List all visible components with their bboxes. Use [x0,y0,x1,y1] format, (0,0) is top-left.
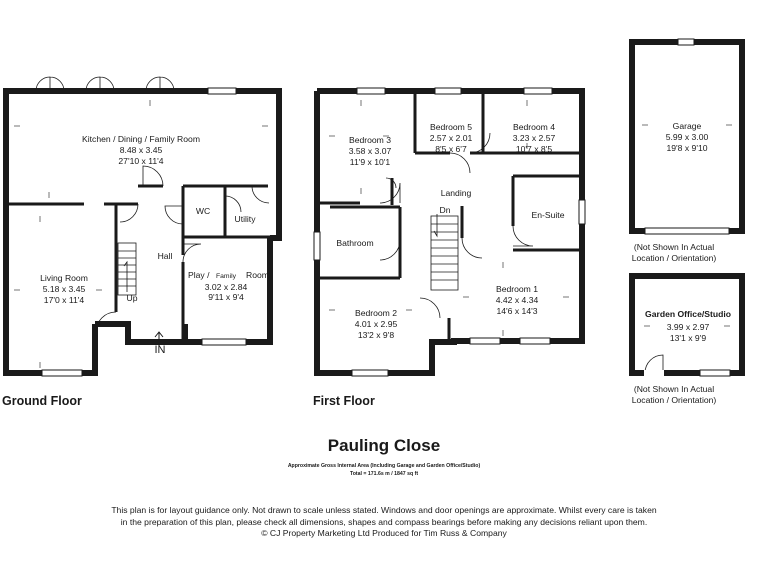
kitchen-room-name: Kitchen / Dining / Family Room [82,134,200,144]
first-floor-windows [313,87,586,377]
garden-office-plan [629,273,745,377]
living-room-metric: 5.18 x 3.45 [43,284,86,294]
play-room-imperial: 9'11 x 9'4 [208,292,244,302]
kitchen-imperial: 27'10 x 11'4 [118,156,163,166]
bedroom5-imperial: 8'5 x 6'7 [435,144,467,154]
ground-floor-windows [41,87,247,377]
area-total: Total = 171.6s m / 1847 sq ft [349,471,419,477]
garage-name: Garage [673,121,702,131]
living-room-imperial: 17'0 x 11'4 [44,295,85,305]
garage-metric: 5.99 x 3.00 [666,132,709,142]
bedroom5-metric: 2.57 x 2.01 [430,133,473,143]
ground-floor-plan [3,76,282,376]
disclaimer-line-2: in the preparation of this plan, please … [120,516,648,527]
garden-office-note-2: Location / Orientation) [632,395,717,405]
ensuite-name: En-Suite [532,210,565,220]
first-floor-stairs [430,214,459,291]
bedroom1-imperial: 14'6 x 14'3 [496,306,537,316]
first-floor-doors [379,132,534,319]
hall-name: Hall [158,251,173,261]
play-room-name: Play / [188,270,210,280]
ground-stairs-label: Up [127,293,138,303]
play-room-metric: 3.02 x 2.84 [205,282,248,292]
french-doors [35,76,175,92]
ground-floor-label: Ground Floor [2,394,82,408]
ground-floor-stairs [117,242,137,296]
area-description: Approximate Gross Internal Area (Includi… [287,463,481,469]
first-stairs-label: Dn [440,205,451,215]
bedroom2-metric: 4.01 x 2.95 [355,319,398,329]
garage-plan [629,38,745,235]
bedroom3-name: Bedroom 3 [349,135,391,145]
dimension-ticks [14,100,732,368]
utility-name: Utility [234,214,256,224]
property-title: Pauling Close [327,436,441,455]
bedroom1-name: Bedroom 1 [496,284,538,294]
disclaimer-copyright: © CJ Property Marketing Ltd Produced for… [261,528,507,538]
garage-note-2: Location / Orientation) [632,253,717,263]
living-room-name: Living Room [40,273,88,283]
bedroom4-metric: 3.23 x 2.57 [513,133,556,143]
bedroom2-name: Bedroom 2 [355,308,397,318]
bedroom5-name: Bedroom 5 [430,122,472,132]
first-floor-label: First Floor [313,394,375,408]
garden-office-metric: 3.99 x 2.97 [667,322,710,332]
disclaimer: This plan is for layout guidance only. N… [0,505,768,540]
bedroom1-metric: 4.42 x 4.34 [496,295,539,305]
entrance-arrow-icon [154,331,164,346]
play-room-name-2: Family [216,273,237,280]
bedroom4-name: Bedroom 4 [513,122,555,132]
play-room-name-3: Room [246,270,269,280]
wc-name: WC [196,206,210,216]
kitchen-metric: 8.48 x 3.45 [120,145,163,155]
bedroom3-imperial: 11'9 x 10'1 [350,157,391,167]
disclaimer-line-1: This plan is for layout guidance only. N… [111,505,657,515]
ground-floor-bay [95,321,185,345]
entrance-label: IN [155,344,166,356]
garden-office-imperial: 13'1 x 9'9 [670,333,706,343]
ground-floor-doors [95,165,270,333]
bedroom4-imperial: 10'7 x 8'5 [516,144,552,154]
landing-name: Landing [441,188,472,198]
garden-office-note-1: (Not Shown In Actual [634,384,714,394]
ground-floor-outer-wall [3,88,282,376]
garage-note-1: (Not Shown In Actual [634,242,714,252]
bathroom-name: Bathroom [336,238,373,248]
bedroom2-imperial: 13'2 x 9'8 [358,330,394,340]
bedroom3-metric: 3.58 x 3.07 [349,146,392,156]
garage-imperial: 19'8 x 9'10 [666,143,707,153]
garden-office-name: Garden Office/Studio [645,309,731,319]
